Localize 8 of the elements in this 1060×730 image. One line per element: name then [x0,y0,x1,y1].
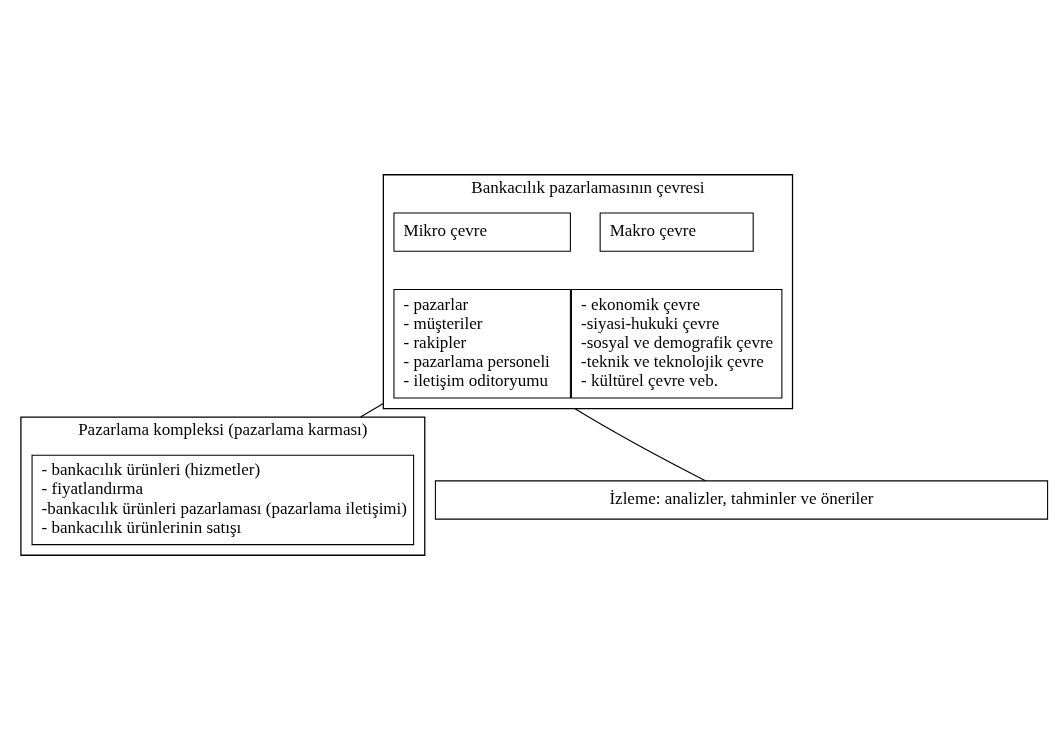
node-box: - bankacılık ürünleri (hizmetler) - fiyatlandırma -bankacılık ürünleri pazarlaması (pazarlama iletişimi) - bankacılık ürünlerinin satışı [31,454,415,546]
node-box: Makro çevre [599,212,754,252]
node-box: İzleme: analizler, tahminler ve öneriler [434,480,1049,520]
node-box: Mikro çevre [393,212,571,252]
node-box: - ekonomik çevre -siyasi-hukuki çevre -sosyal ve demografik çevre -teknik ve teknolojik çevre - kültürel çevre veb. [570,289,783,399]
connector [574,408,706,482]
node-box: - pazarlar - müşteriler - rakipler - pazarlama personeli - iletişim oditoryumu [393,289,571,399]
connector [360,403,384,418]
